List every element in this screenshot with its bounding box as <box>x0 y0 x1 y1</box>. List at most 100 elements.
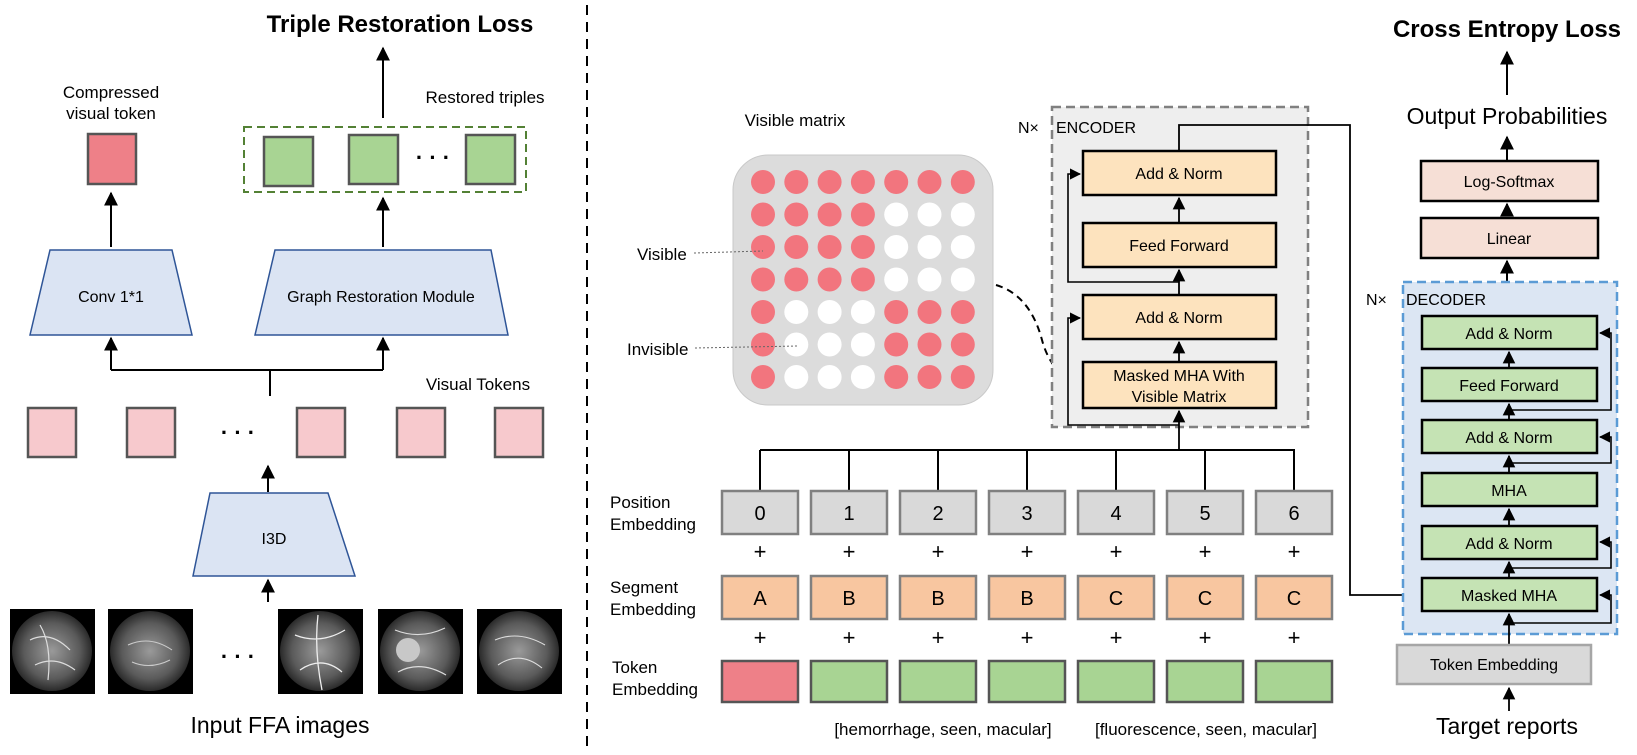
decoder-residual-2 <box>1509 431 1612 464</box>
token-embedding-0 <box>720 659 800 704</box>
ffa-image-5 <box>477 609 562 694</box>
segment-value-5: C <box>1198 588 1212 610</box>
conv-1x1-module <box>29 249 193 336</box>
position-embedding-label-1: Position <box>610 493 670 512</box>
embedding-rows: 0+A+1+B+2+B+3+B+4+C+5+C+6+C+ <box>720 489 1334 704</box>
visual-tokens-ellipsis: · · · <box>221 420 255 445</box>
matrix-dot-3-6 <box>950 267 975 292</box>
matrix-dot-6-2 <box>817 365 842 389</box>
segment-embedding-0 <box>720 574 800 621</box>
plus-sign-upper-6: + <box>1288 539 1301 564</box>
token-embedding-6 <box>1254 659 1334 704</box>
output-probabilities-label: Output Probabilities <box>1407 103 1608 129</box>
matrix-dot-1-6 <box>950 202 975 227</box>
decoder-residual-1 <box>1509 327 1612 411</box>
visual-token-2 <box>125 406 177 459</box>
token-embedding-2 <box>898 659 978 704</box>
matrix-dot-0-3 <box>850 170 875 194</box>
matrix-dot-5-2 <box>817 332 842 357</box>
encoder-title: ENCODER <box>1056 120 1136 137</box>
position-embedding-label-2: Embedding <box>610 515 696 534</box>
triple-restoration-loss-title: Triple Restoration Loss <box>267 11 534 38</box>
i3d-label: I3D <box>262 531 287 548</box>
encoder-masked-mha-label-2: Visible Matrix <box>1132 389 1227 406</box>
decoder-masked-mha-label: Masked MHA <box>1461 588 1557 605</box>
segment-embedding-5 <box>1165 574 1245 621</box>
decoder-mha <box>1420 471 1599 508</box>
matrix-dot-0-2 <box>817 170 842 194</box>
linear-label: Linear <box>1487 231 1532 248</box>
matrix-dot-0-6 <box>950 170 975 194</box>
matrix-dot-3-0 <box>751 267 775 292</box>
token-embedding-1 <box>809 659 889 704</box>
position-embedding-1 <box>809 489 889 536</box>
visual-token-4 <box>395 406 447 459</box>
visible-label: Visible <box>637 245 687 264</box>
decoder-add-norm-2-label: Add & Norm <box>1465 430 1552 447</box>
matrix-dot-4-4 <box>884 300 909 324</box>
position-value-3: 3 <box>1021 503 1032 525</box>
encoder-to-decoder-arrow <box>1178 124 1422 602</box>
matrix-dot-2-2 <box>817 235 842 259</box>
matrix-dot-0-0 <box>751 170 775 194</box>
matrix-dot-6-5 <box>917 365 942 389</box>
segment-embedding-label-2: Embedding <box>610 600 696 619</box>
ffa-image-2 <box>108 609 193 694</box>
position-value-6: 6 <box>1288 503 1299 525</box>
decoder-residual-3 <box>1509 536 1612 569</box>
visible-matrix-label: Visible matrix <box>745 111 846 130</box>
ffa-image-4 <box>378 609 463 694</box>
matrix-dot-2-0 <box>751 235 775 259</box>
matrix-dot-5-3 <box>850 332 875 357</box>
matrix-dot-5-1 <box>784 332 809 357</box>
encoder-add-norm-bottom-label: Add & Norm <box>1135 310 1222 327</box>
decoder-token-embedding-label: Token Embedding <box>1430 657 1558 674</box>
ffa-image-1 <box>10 609 95 694</box>
matrix-dot-2-4 <box>884 235 909 259</box>
log-softmax-label: Log-Softmax <box>1464 174 1555 191</box>
encoder-repeat: N× <box>1018 120 1039 137</box>
plus-sign-lower-5: + <box>1199 625 1212 650</box>
matrix-dot-4-3 <box>850 300 875 324</box>
matrix-dot-1-5 <box>917 202 942 227</box>
invisible-label: Invisible <box>627 340 688 359</box>
token-embedding-5 <box>1165 659 1245 704</box>
decoder-residual-4 <box>1509 589 1612 624</box>
input-ffa-label: Input FFA images <box>191 712 370 738</box>
segment-value-2: B <box>931 588 944 610</box>
conv-label: Conv 1*1 <box>78 289 144 306</box>
graph-restoration-module <box>254 249 509 336</box>
position-value-5: 5 <box>1199 503 1210 525</box>
decoder-masked-mha <box>1420 576 1599 613</box>
matrix-dot-6-6 <box>950 365 975 389</box>
plus-sign-lower-1: + <box>843 625 856 650</box>
ffa-image-3 <box>278 609 363 694</box>
log-softmax-block <box>1419 159 1600 203</box>
decoder-feed-forward <box>1420 366 1599 403</box>
visual-token-1 <box>26 406 78 459</box>
decoder-add-norm-1-label: Add & Norm <box>1465 326 1552 343</box>
matrix-dot-1-1 <box>784 202 809 227</box>
plus-sign-upper-3: + <box>1021 539 1034 564</box>
position-embedding-5 <box>1165 489 1245 536</box>
segment-embedding-3 <box>987 574 1067 621</box>
visual-token-3 <box>295 406 347 459</box>
images-ellipsis: · · · <box>221 644 255 669</box>
restored-triple-token-1 <box>262 135 315 188</box>
matrix-dot-4-2 <box>817 300 842 324</box>
matrix-dot-2-5 <box>917 235 942 259</box>
matrix-dot-3-4 <box>884 267 909 292</box>
matrix-dot-4-5 <box>917 300 942 324</box>
matrix-dot-5-0 <box>751 332 775 357</box>
decoder-add-norm-1 <box>1420 314 1599 351</box>
plus-sign-lower-6: + <box>1288 625 1301 650</box>
compressed-visual-token <box>86 132 138 186</box>
restored-triple-token-3 <box>464 133 517 186</box>
segment-embedding-1 <box>809 574 889 621</box>
segment-value-3: B <box>1020 588 1033 610</box>
decoder-mha-label: MHA <box>1491 483 1527 500</box>
plus-sign-upper-5: + <box>1199 539 1212 564</box>
segment-value-6: C <box>1287 588 1301 610</box>
position-value-1: 1 <box>843 503 854 525</box>
plus-sign-upper-4: + <box>1110 539 1123 564</box>
